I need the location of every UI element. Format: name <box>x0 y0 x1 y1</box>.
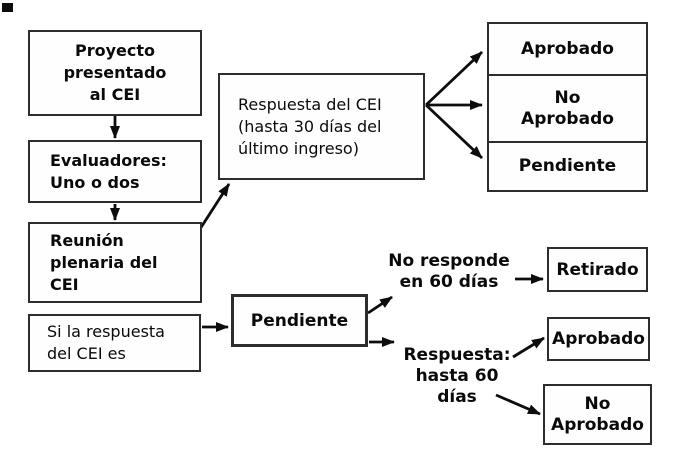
box-evaluadores: Evaluadores: Uno o dos <box>28 140 202 203</box>
outcome-column: Aprobado No Aprobado Pendiente <box>487 22 648 192</box>
box-aprobado-bottom: Aprobado <box>547 317 650 361</box>
box-pendiente-mid: Pendiente <box>231 294 368 347</box>
box-reunion-plenaria: Reunión plenaria del CEI <box>28 222 202 303</box>
arrow-respuesta-to-pendiente <box>425 103 483 160</box>
box-no-aprobado-top: No Aprobado <box>489 74 646 141</box>
label-no-responde: No responde en 60 días <box>388 251 510 292</box>
arrow-respuesta-to-aprobado <box>425 50 483 107</box>
box-respuesta-del-cei: Respuesta del CEI (hasta 30 días del últ… <box>218 73 425 180</box>
arrow-respuesta-hasta-to-no-aprobado <box>495 393 541 416</box>
box-proyecto-presentado: Proyecto presentado al CEI <box>28 30 202 116</box>
arrow-respuesta-hasta-to-aprobado <box>512 336 545 359</box>
corner-mark <box>2 3 13 12</box>
box-aprobado-top: Aprobado <box>521 38 614 59</box>
label-respuesta-hasta: Respuesta: hasta 60 días <box>403 345 511 407</box>
box-si-la-respuesta: Si la respuesta del CEI es <box>28 314 201 372</box>
box-no-aprobado-bottom: No Aprobado <box>543 384 652 445</box>
box-retirado: Retirado <box>547 247 648 292</box>
box-pendiente-top: Pendiente <box>489 141 646 190</box>
arrow-reunion-to-respuesta <box>198 183 231 230</box>
arrow-pendiente-to-no-responde <box>367 295 393 315</box>
